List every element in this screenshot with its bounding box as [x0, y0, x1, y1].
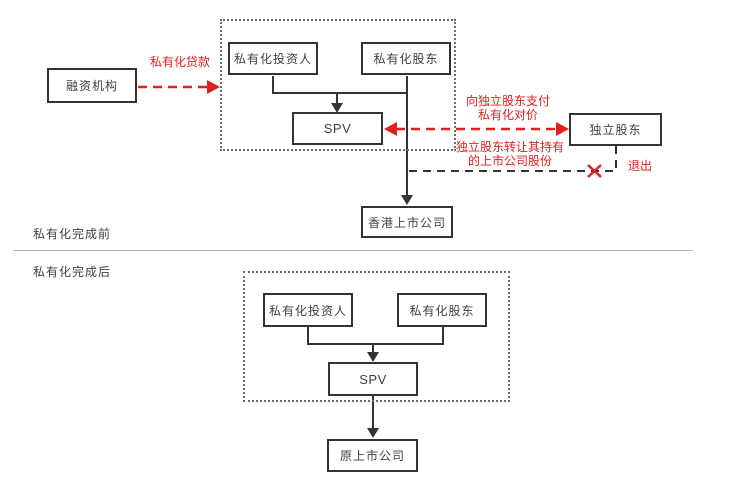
x-stroke-2	[587, 164, 602, 178]
arrowhead-into-listed-company	[401, 195, 413, 205]
node-hk-listed-company: 香港上市公司	[361, 206, 453, 238]
node-original-listed-company: 原上市公司	[327, 439, 418, 472]
arrowhead-into-original-company	[367, 428, 379, 438]
connector-investor-shareholder-to-spv	[272, 76, 408, 197]
node-privatization-shareholder-after: 私有化股东	[397, 293, 487, 327]
section-label-before-privatization: 私有化完成前	[33, 227, 112, 241]
label-share-transfer-line1: 独立股东转让其持有	[455, 140, 564, 154]
node-spv-before: SPV	[292, 112, 383, 145]
arrowhead-into-after-spv	[367, 352, 379, 362]
consideration-arrowhead-left	[384, 122, 397, 136]
label-privatization-loan: 私有化贷款	[149, 55, 210, 69]
privatization-group-container-before	[220, 19, 456, 151]
label-pay-consideration-line1: 向独立股东支付	[465, 94, 550, 108]
arrowhead-into-spv	[331, 103, 343, 113]
consideration-arrowhead-right	[556, 122, 569, 136]
label-share-transfer-line2: 的上市公司股份	[467, 154, 552, 168]
node-independent-shareholder: 独立股东	[569, 113, 662, 146]
exit-x-mark	[587, 164, 602, 178]
node-privatization-investor-after: 私有化投资人	[263, 293, 353, 327]
node-privatization-investor-before: 私有化投资人	[228, 42, 318, 75]
node-privatization-shareholder-before: 私有化股东	[361, 42, 451, 75]
section-divider	[13, 250, 693, 251]
label-exit: 退出	[627, 159, 652, 173]
section-label-after-privatization: 私有化完成后	[33, 265, 112, 279]
node-spv-after: SPV	[328, 362, 418, 396]
connector-after-investor-shareholder-to-spv	[307, 327, 444, 353]
privatization-group-container-after	[243, 271, 510, 402]
node-financing-institution: 融资机构	[47, 68, 137, 103]
label-pay-consideration-line2: 私有化对价	[477, 108, 538, 122]
label-share-transfer: 独立股东转让其持有 的上市公司股份	[445, 140, 575, 168]
loan-arrowhead	[207, 80, 220, 94]
label-pay-consideration: 向独立股东支付 私有化对价	[448, 94, 568, 122]
